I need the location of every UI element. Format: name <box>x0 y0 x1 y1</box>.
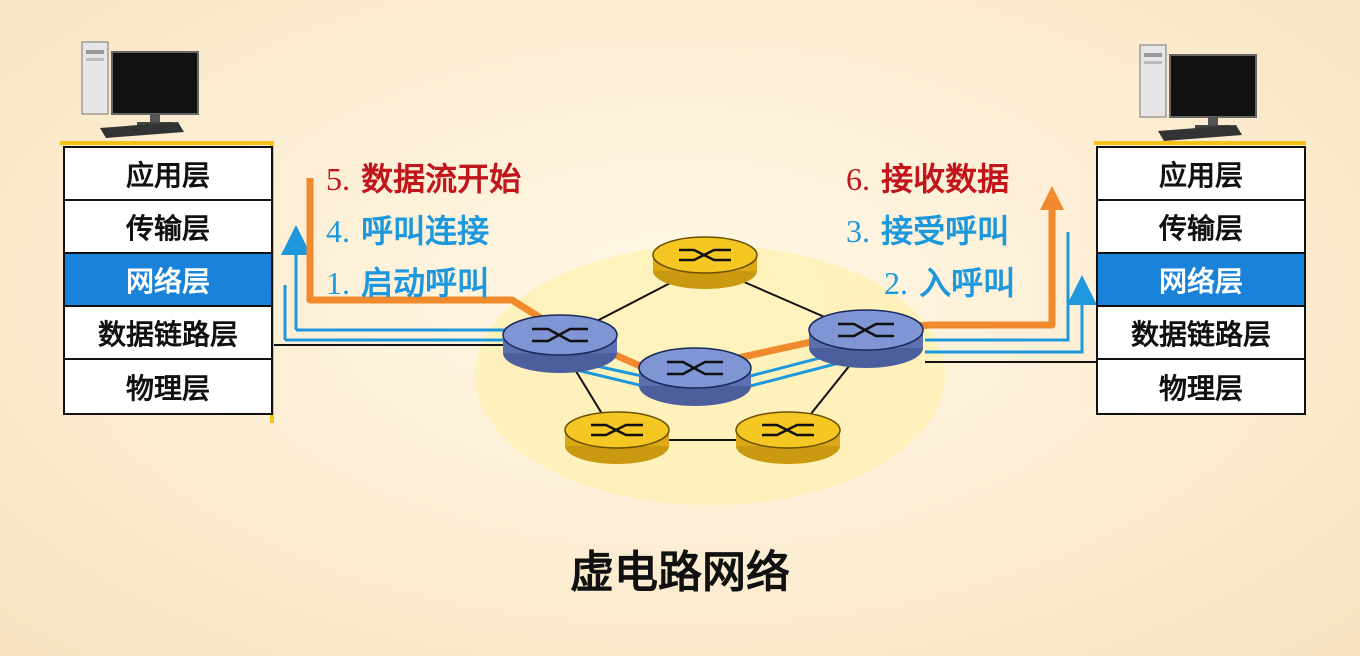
layer-application: 应用层 <box>1098 148 1304 201</box>
layer-application: 应用层 <box>65 148 271 201</box>
label-step3: 3. 接受呼叫 <box>846 212 1010 250</box>
layer-physical: 物理层 <box>125 371 210 405</box>
computer-icon <box>1139 44 1257 141</box>
router-icon <box>652 236 758 289</box>
left-protocol-stack: 应用层 传输层 网络层 数据链路层 物理层 <box>63 146 273 415</box>
label-step6: 6. 接收数据 <box>846 160 1010 198</box>
layer-datalink: 数据链路层 <box>65 307 271 360</box>
label-step4: 4. 呼叫连接 <box>326 212 490 250</box>
call-path-right <box>925 232 1097 354</box>
label-step5: 5. 数据流开始 <box>326 160 522 198</box>
router-icon <box>638 347 752 406</box>
label-step2: 2. 入呼叫 <box>884 264 1016 302</box>
right-stack-accent <box>1094 141 1306 145</box>
layer-datalink: 数据链路层 <box>1098 307 1304 360</box>
data-arrow-head <box>1040 186 1064 210</box>
layer-transport: 传输层 <box>1098 201 1304 254</box>
layer-network: 网络层 <box>1098 254 1304 307</box>
router-icon <box>735 411 841 464</box>
router-icon <box>564 411 670 464</box>
layer-network: 网络层 <box>65 254 271 307</box>
label-step1: 1. 启动呼叫 <box>326 264 490 302</box>
left-stack-accent <box>60 141 272 145</box>
right-protocol-stack: 应用层 传输层 网络层 数据链路层 物理层 <box>1096 146 1306 415</box>
router-icon <box>808 309 924 368</box>
layer-transport: 传输层 <box>65 201 271 254</box>
diagram-title: 虚电路网络 <box>570 547 790 598</box>
layer-physical: 物理层 <box>1158 371 1243 405</box>
router-icon <box>502 314 618 373</box>
computer-icon <box>81 41 199 138</box>
call-path-left <box>281 225 520 342</box>
